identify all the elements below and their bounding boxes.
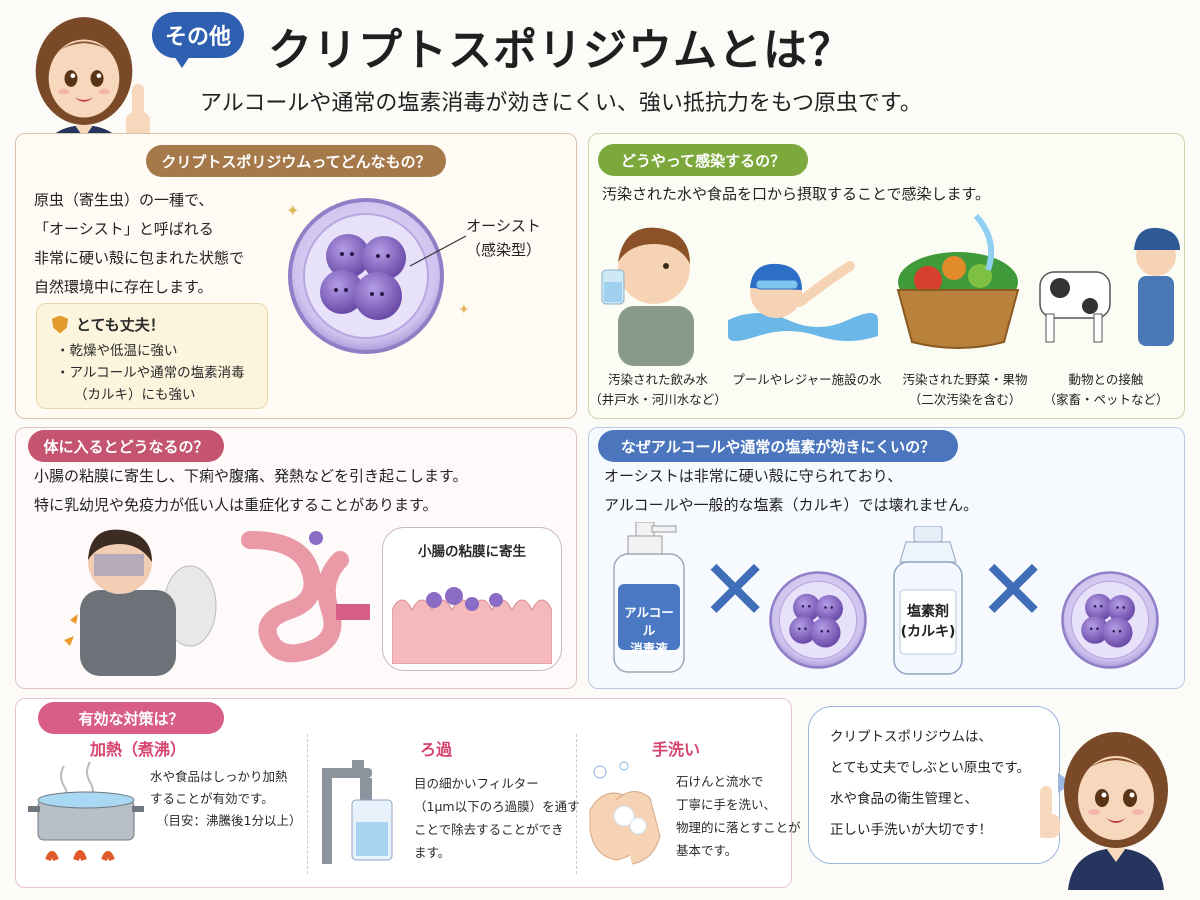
strong-callout-title: とても丈夫！ [52, 314, 165, 335]
route-caption-vegetables: 汚染された野菜・果物（二次汚染を含む） [902, 372, 1028, 407]
chlorine-bottle-illustration [893, 526, 963, 675]
speech-bubble [808, 706, 1073, 864]
swimming-pool-illustration [728, 261, 878, 341]
oocyst-intact-illustration [1060, 570, 1160, 670]
measure-title-boiling: 加熱（煮沸） [90, 740, 187, 759]
vegetables-fruits-illustration [896, 213, 1020, 349]
measure-title-handwashing: 手洗い [652, 740, 701, 759]
measure-divider [576, 734, 577, 874]
handwashing-illustration [589, 761, 661, 865]
page-title: クリプトスポリジウムとは？ [268, 25, 853, 76]
measure-divider [307, 734, 308, 874]
route-caption-pool: プールやレジャー施設の水 [732, 372, 882, 387]
why-description: オーシストは非常に硬い殻に守られており、 アルコールや一般的な塩素（カルキ）では… [604, 467, 979, 514]
sick-child-intestine-illustration [64, 529, 370, 676]
oocyst-intact-illustration [768, 570, 868, 670]
section-heading-infection: どうやって感染するの？ [598, 144, 808, 176]
section-heading-body: 体に入るとどうなるの？ [28, 430, 224, 462]
mucosa-zoom-label: 小腸の粘膜に寄生 [418, 544, 526, 560]
boiling-pot-illustration [28, 761, 144, 862]
category-tag: その他 [152, 12, 244, 68]
alcohol-bottle-label: アルコール 消毒液 [624, 605, 674, 656]
oocyst-pointer-line: ✦ ✦ [286, 201, 470, 316]
measure-title-filtration: ろ過 [420, 740, 453, 759]
guide-girl-illustration [1040, 732, 1168, 890]
guide-girl-illustration [14, 6, 150, 164]
page-subtitle: アルコールや通常の塩素消毒が効きにくい、強い抵抗力をもつ原虫です。 [200, 91, 922, 116]
mucosa-parasites-illustration [392, 587, 552, 664]
route-caption-animals: 動物との接触（家畜・ペットなど） [1043, 372, 1169, 407]
shield-icon [52, 315, 68, 334]
infection-description: 汚染された水や食品を口から摂取することで感染します。 [602, 185, 991, 203]
measure-text-boiling: 水や食品はしっかり加熱 することが有効です。 （目安：沸騰後1分以上） [150, 769, 302, 828]
section-heading-what: クリプトスポリジウムってどんなもの？ [146, 145, 446, 177]
cross-mark-icon: ✕ [978, 541, 1049, 639]
animal-contact-illustration [1039, 227, 1180, 346]
route-caption-drinking-water: 汚染された飲み水（井戸水・河川水など） [589, 372, 727, 407]
cross-mark-icon: ✕ [700, 541, 771, 639]
strong-callout [36, 303, 268, 409]
chlorine-bottle-label: 塩素剤 (カルキ) [900, 604, 956, 640]
oocyst-label: オーシスト （感染型） [466, 217, 542, 259]
body-description: 小腸の粘膜に寄生し、下痢や腹痛、発熱などを引き起こします。 特に乳幼児や免疫力が… [34, 467, 468, 514]
drinking-water-illustration [601, 227, 694, 366]
measure-text-filtration: 目の細かいフィルター （1μm以下のろ過膜）を通す ことで除去することができ ま… [414, 776, 580, 860]
water-filter-illustration [322, 760, 393, 864]
what-description: 原虫（寄生虫）の一種で、 「オーシスト」と呼ばれる 非常に硬い殻に包まれた状態で… [34, 191, 245, 296]
strong-callout-list: ・乾燥や低温に強い ・アルコールや通常の塩素消毒 （カルキ）にも強い [56, 343, 245, 403]
infection-route-illustrations [601, 213, 1180, 366]
measure-text-handwashing: 石けんと流水で 丁寧に手を洗い、 物理的に落とすことが 基本です。 [676, 774, 801, 858]
svg-text:✦: ✦ [286, 201, 299, 220]
speech-bubble-text: クリプトスポリジウムは、 とても丈夫でしぶとい原虫です。 水や食品の衛生管理と、… [830, 729, 1031, 838]
section-heading-measures: 有効な対策は？ [38, 702, 224, 734]
svg-text:✦: ✦ [458, 302, 470, 316]
section-heading-why: なぜアルコールや通常の塩素が効きにくいの？ [598, 430, 958, 462]
alcohol-bottle-illustration [613, 522, 685, 673]
